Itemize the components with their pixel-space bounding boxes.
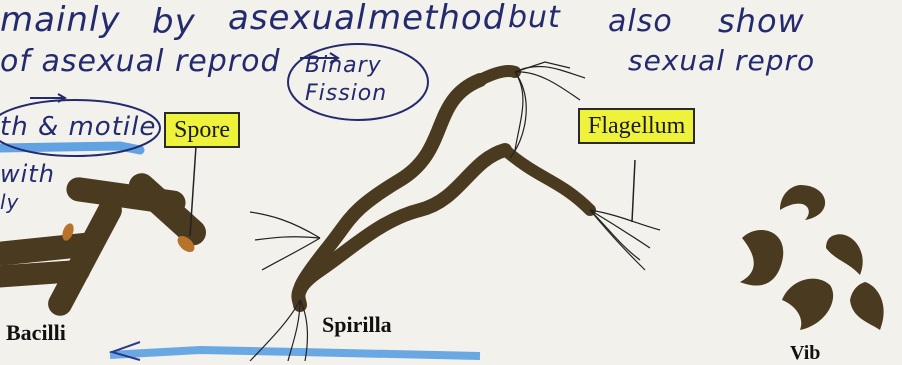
- notes-line3-fragment: th & motile: [0, 112, 156, 142]
- notes-line5-fragment: ly: [0, 190, 19, 214]
- spore-label: Spore: [164, 112, 240, 148]
- notes-word-5: but: [508, 0, 561, 35]
- vibrio-caption: Vib: [790, 342, 820, 365]
- flagellum-pointer: [632, 160, 635, 222]
- notes-word-3: asexual: [228, 0, 366, 38]
- spirilla-caption: Spirilla: [322, 312, 392, 338]
- vibrio-cells: [740, 185, 884, 330]
- notes-word-6: also: [608, 4, 673, 39]
- notes-word-7: show: [718, 2, 805, 40]
- notes-line2-left: of asexual reprod: [0, 44, 281, 79]
- bacilli-caption: Bacilli: [6, 320, 66, 346]
- notes-line2-right: sexual repro: [628, 44, 815, 77]
- blue-highlight-bottom: [110, 350, 480, 356]
- notes-word-1: mainly: [0, 0, 121, 40]
- flagellum-label: Flagellum: [578, 108, 695, 144]
- notes-word-4: method: [368, 0, 505, 38]
- binary-fission-note: Binary Fission: [305, 52, 415, 108]
- notes-word-2: by: [152, 2, 196, 42]
- notes-line4-fragment: with: [0, 160, 55, 188]
